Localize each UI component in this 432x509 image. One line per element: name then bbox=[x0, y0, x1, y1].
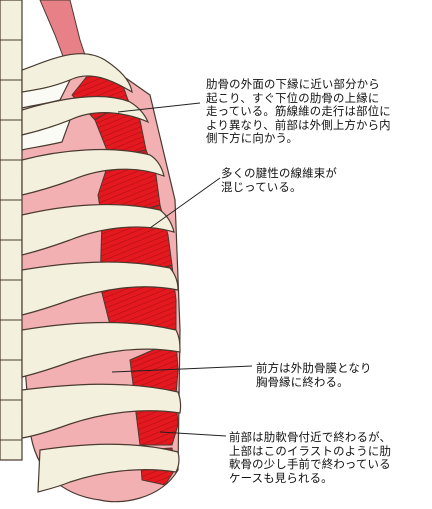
annotation-anterior-termination: 前部は肋軟骨付近で終わるが、 上部はこのイラストのように肋 軟骨の少し手前で終わ… bbox=[229, 430, 392, 485]
leader-lines bbox=[111, 102, 253, 437]
vertebral-column bbox=[0, 0, 23, 461]
annotation-tendinous-bundles: 多くの腱性の線維束が 混じっている。 bbox=[221, 166, 337, 194]
ribs bbox=[21, 53, 182, 493]
annotation-anterior-membrane: 前方は外肋骨膜となり 胸骨縁に終わる。 bbox=[256, 361, 372, 389]
annotation-origin-and-fibers: 肋骨の外面の下縁に近い部分から 起こり、すぐ下位の肋骨の上縁に 走っている。筋線… bbox=[206, 77, 391, 146]
